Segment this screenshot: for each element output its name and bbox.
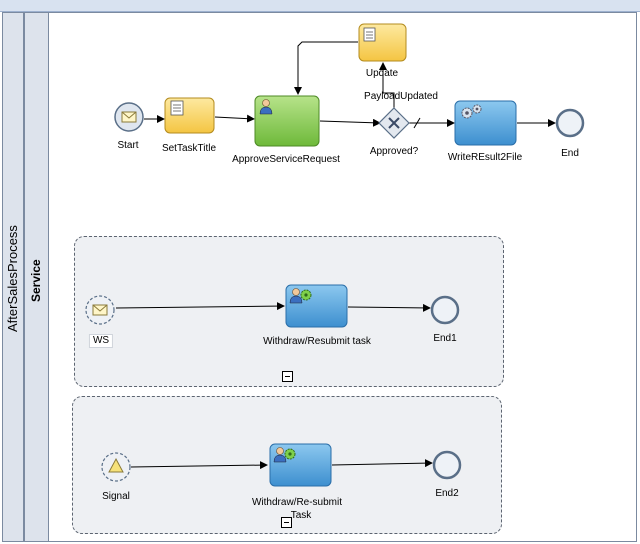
approved-label: Approved?: [369, 146, 419, 157]
signal-label: Signal: [102, 491, 130, 502]
ws-start-event[interactable]: [85, 295, 115, 325]
withdraw-resubmit-2-label-line1: Withdraw/Re-submit: [251, 497, 343, 508]
flow-ws-to-withdraw[interactable]: [115, 302, 285, 311]
start-event[interactable]: [114, 102, 144, 132]
update-task[interactable]: [358, 23, 407, 62]
flow-approve-to-gateway[interactable]: [319, 118, 381, 127]
collapse-toggle-1[interactable]: [282, 371, 293, 382]
settasktitle-task[interactable]: [164, 97, 215, 134]
user-gear-icon: [273, 447, 296, 463]
flow-withdraw-to-end2[interactable]: [331, 459, 433, 468]
collapse-toggle-2[interactable]: [281, 517, 292, 528]
pool-header[interactable]: [2, 12, 24, 542]
flow-update-to-approve[interactable]: [294, 41, 358, 95]
withdraw-resubmit-label: Withdraw/Resubmit task: [263, 336, 371, 347]
writeresult2file-label: WriteREsult2File: [447, 152, 523, 163]
end-event[interactable]: [555, 108, 585, 138]
user-icon: [259, 99, 273, 115]
flow-gateway-to-update[interactable]: [379, 62, 395, 110]
lane-header[interactable]: [24, 12, 49, 542]
script-icon: [170, 100, 184, 116]
end2-event[interactable]: [432, 450, 462, 480]
flow-signal-to-withdraw[interactable]: [130, 461, 268, 470]
payloadupdated-label: PayloadUpdated: [364, 91, 438, 102]
withdraw-resubmit-task-2[interactable]: [269, 443, 332, 487]
end1-label: End1: [433, 333, 457, 344]
end1-event[interactable]: [430, 295, 460, 325]
withdraw-resubmit-2-label-line2: Task: [290, 510, 312, 521]
default-flow-marker: [413, 117, 421, 129]
settasktitle-label: SetTaskTitle: [161, 143, 217, 154]
approveservicerequest-task[interactable]: [254, 95, 320, 147]
end-label: End: [561, 148, 579, 159]
approveservicerequest-label: ApproveServiceRequest: [232, 154, 340, 165]
user-gear-icon: [289, 288, 312, 304]
signal-start-event[interactable]: [101, 452, 131, 482]
gears-icon: [461, 104, 482, 119]
end2-label: End2: [435, 488, 459, 499]
script-icon: [363, 27, 376, 42]
withdraw-resubmit-task[interactable]: [285, 284, 348, 328]
writeresult2file-task[interactable]: [454, 100, 517, 146]
approved-gateway[interactable]: [378, 107, 410, 139]
update-label: Update: [365, 68, 399, 79]
flow-settasktitle-to-approve[interactable]: [214, 114, 255, 123]
top-toolbar-strip: [0, 0, 640, 12]
flow-withdraw-to-end1[interactable]: [347, 303, 431, 312]
start-label: Start: [117, 140, 139, 151]
ws-label: WS: [88, 334, 114, 348]
